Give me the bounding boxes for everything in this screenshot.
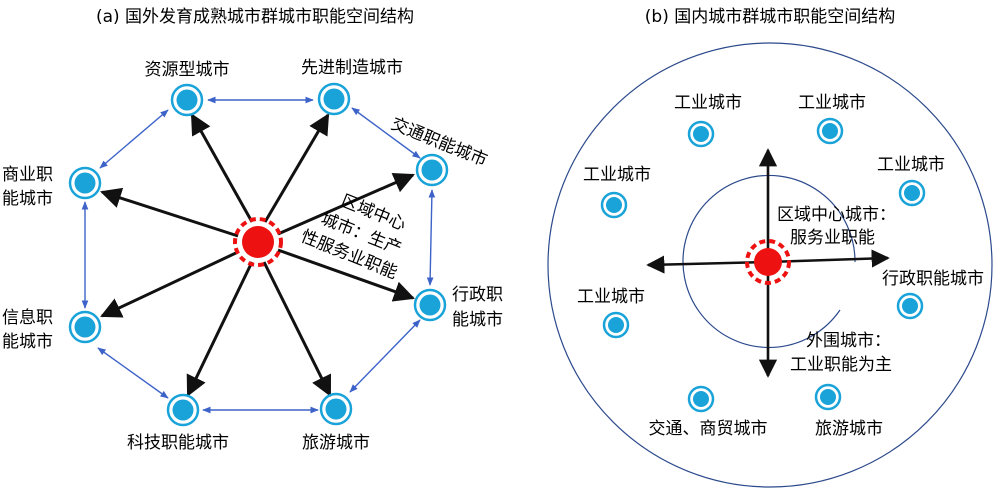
label-industry-1: 工业城市: [674, 93, 742, 113]
city-node-industry-3: [600, 191, 628, 219]
panel-b-title: (b) 国内城市群城市职能空间结构: [645, 7, 895, 27]
city-node-tourism-b: [814, 383, 842, 411]
city-node-tech: [166, 393, 200, 427]
city-node-info: [68, 310, 102, 344]
label-tourism: 旅游城市: [302, 433, 370, 453]
city-node-industry-5: [602, 311, 630, 339]
outer-label-b-line2: 工业职能为主: [790, 355, 892, 375]
city-node-industry-4: [898, 179, 926, 207]
center-label-a: 区域中心 城市：生产 性服务业职能: [298, 191, 409, 283]
arrow-to-tech: [186, 261, 254, 397]
panel-a-ring-links: [81, 96, 436, 414]
label-admin-b: 行政职能城市: [882, 269, 984, 289]
label-info-line1: 信息职: [2, 308, 53, 328]
link-transport-admin: [426, 189, 436, 286]
panel-a-title: (a) 国外发育成熟城市群城市职能空间结构: [96, 6, 414, 27]
city-node-industry-1: [687, 120, 715, 148]
label-tech: 科技职能城市: [127, 433, 229, 453]
label-industry-4: 工业城市: [877, 155, 945, 175]
panel-a-radial-arrows: [100, 113, 415, 397]
label-resource: 资源型城市: [145, 60, 230, 80]
link-manufacturing-transport: [351, 107, 421, 159]
city-node-transport-trade: [687, 385, 715, 413]
city-node-commerce: [68, 166, 102, 200]
arrow-left: [646, 255, 769, 274]
label-industry-2: 工业城市: [798, 93, 866, 113]
panel-b-city-nodes: [600, 117, 926, 413]
arrow-to-info: [100, 250, 239, 318]
outer-label-b-line1: 外围城市：: [806, 331, 891, 351]
arrow-to-tourism: [262, 261, 332, 397]
label-admin-line1: 行政职: [452, 285, 503, 305]
center-label-b-line1: 区域中心城市：: [777, 205, 896, 225]
outer-boundary-circle: [547, 42, 993, 488]
panel-a-center-node: [233, 217, 283, 267]
panel-a-city-nodes: [68, 82, 449, 427]
label-info-line2: 能城市: [2, 332, 53, 352]
link-tech-info: [97, 347, 169, 399]
city-node-admin: [413, 288, 447, 322]
label-industry-5: 工业城市: [577, 287, 645, 307]
arrow-to-transport: [277, 172, 415, 236]
label-manufacturing: 先进制造城市: [301, 58, 403, 78]
panel-b-labels: 工业城市 工业城市 工业城市 工业城市 工业城市 行政职能城市 交通、商贸城市 …: [577, 93, 984, 439]
label-admin-line2: 能城市: [452, 310, 503, 330]
panel-b-center-node: [745, 239, 791, 285]
panel-a: (a) 国外发育成熟城市群城市职能空间结构: [2, 6, 503, 453]
label-industry-3: 工业城市: [583, 165, 651, 185]
arrow-to-commerce: [100, 187, 239, 238]
label-tourism-b: 旅游城市: [815, 419, 883, 439]
city-node-resource: [170, 83, 204, 117]
city-node-tourism: [319, 392, 353, 426]
center-label-b-line2: 服务业职能: [790, 228, 875, 248]
arrow-right: [767, 249, 890, 268]
link-commerce-resource: [99, 109, 169, 169]
label-transport-trade: 交通、商贸城市: [649, 419, 768, 439]
arrow-to-manufacturing: [263, 113, 330, 223]
arrow-to-resource: [190, 113, 254, 223]
label-commerce-line2: 能城市: [2, 189, 53, 209]
panel-b: (b) 国内城市群城市职能空间结构 工业城市 工业城市 工: [547, 7, 993, 488]
link-admin-tourism: [349, 319, 421, 393]
city-node-industry-2: [816, 117, 844, 145]
city-node-manufacturing: [317, 82, 351, 116]
city-node-admin-b: [896, 292, 924, 320]
arrow-to-admin: [277, 248, 415, 302]
label-commerce-line1: 商业职: [2, 165, 53, 185]
city-node-transport: [415, 153, 449, 187]
inner-service-arc: [682, 174, 856, 349]
